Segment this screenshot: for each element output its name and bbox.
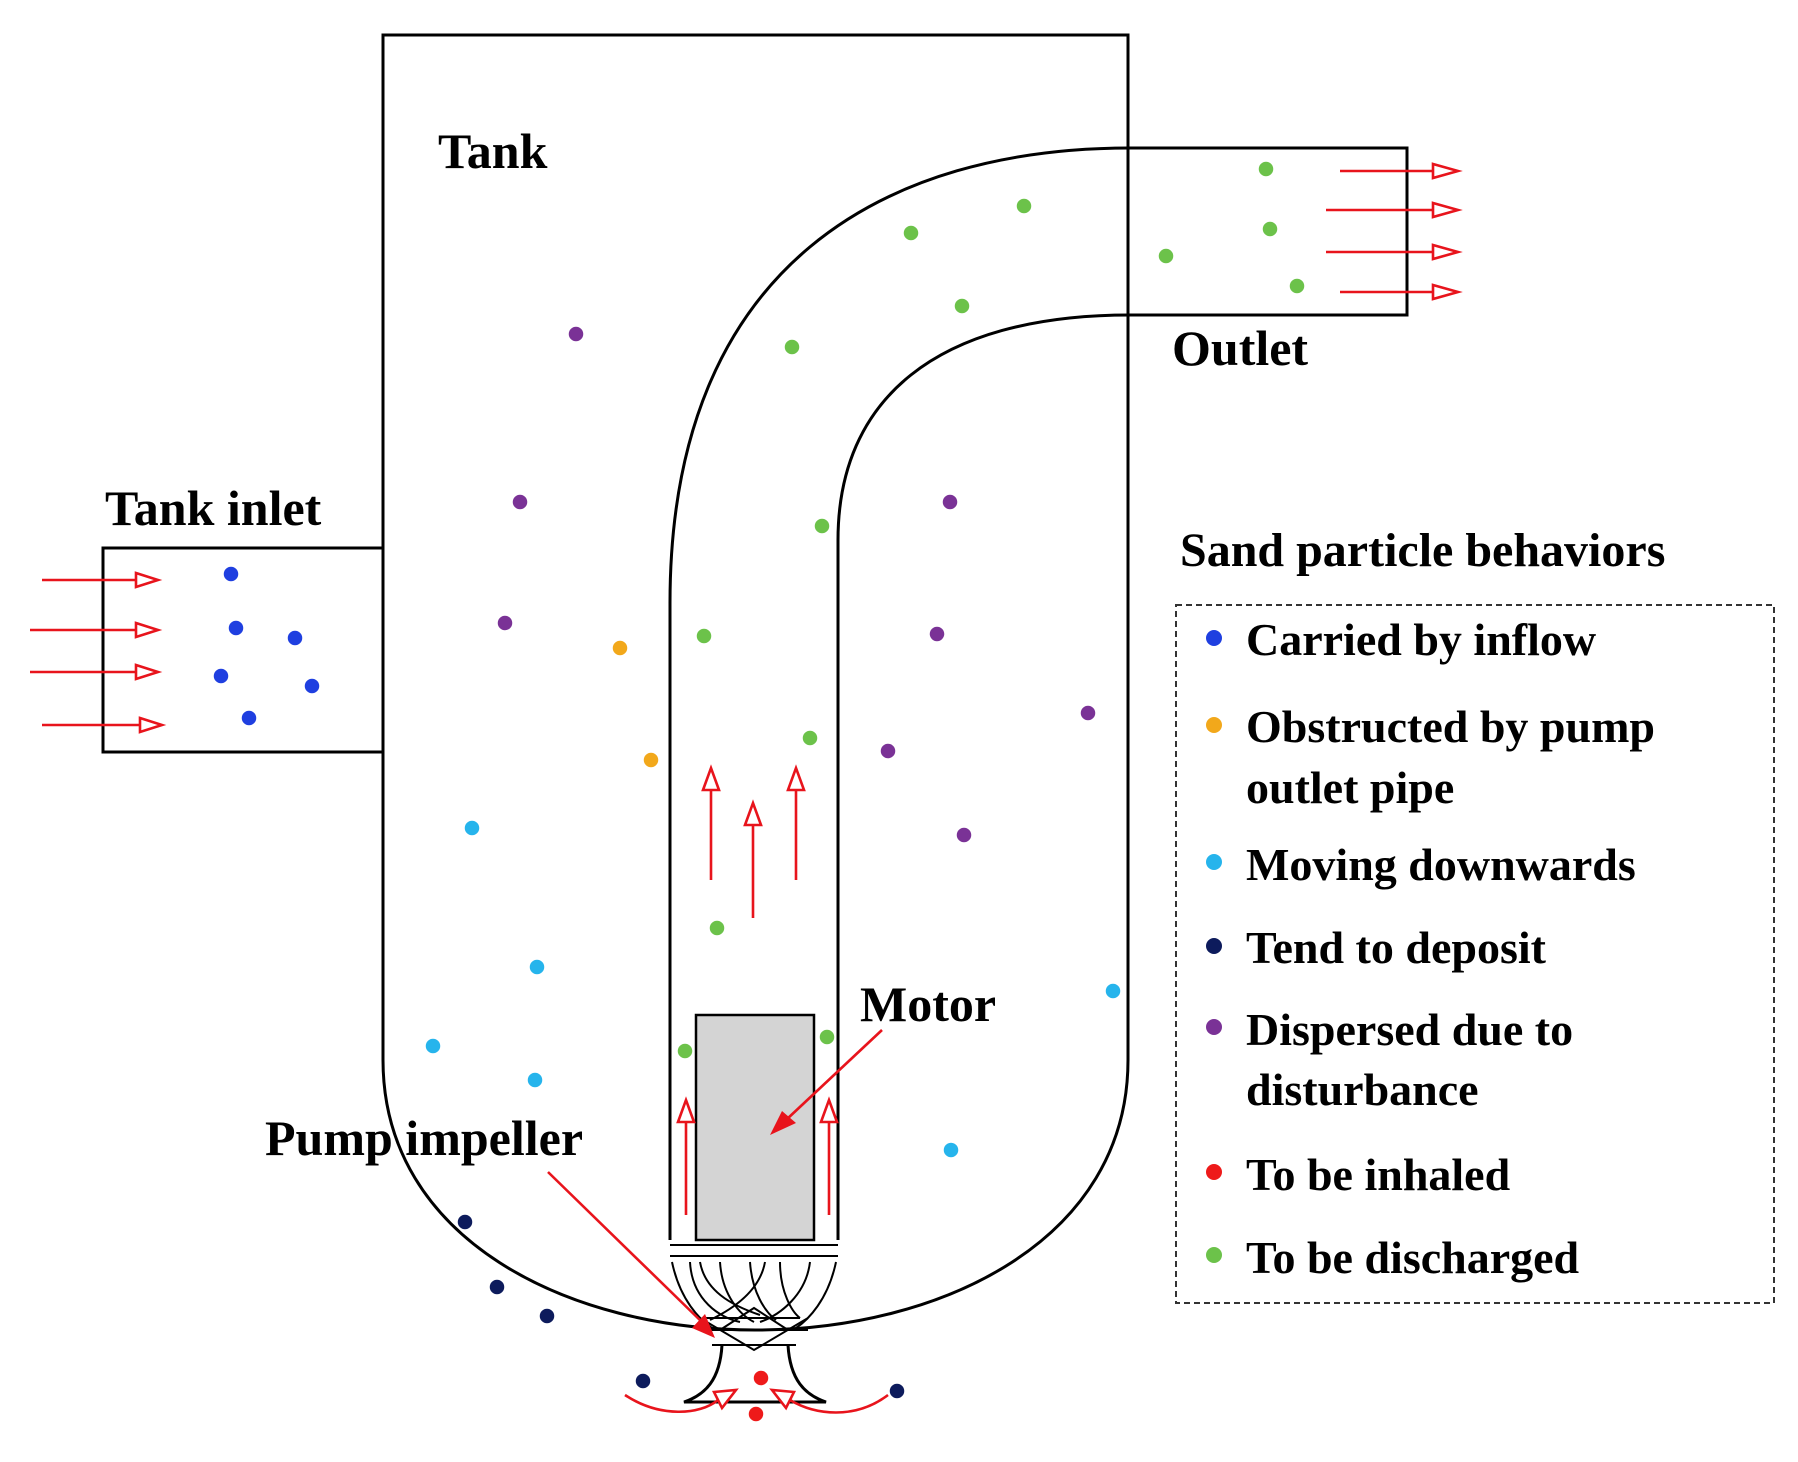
legend-swatch-discharged <box>1206 1247 1222 1263</box>
legend-item-dispersed: Dispersed due to disturbance <box>1206 1004 1573 1115</box>
particle-inhaled <box>752 1369 770 1387</box>
particle-inflow <box>227 619 245 637</box>
particle-inflow <box>222 565 240 583</box>
particle-downwards <box>463 819 481 837</box>
label-pointer-arrows <box>547 1029 883 1338</box>
legend-item-discharged: To be discharged <box>1206 1232 1580 1283</box>
outlet-pipe-outer <box>668 146 1409 1240</box>
legend-label-dispersed-1: Dispersed due to <box>1246 1004 1573 1055</box>
legend-swatch-obstructed <box>1206 717 1222 733</box>
particle-downwards <box>1104 982 1122 1000</box>
particle-deposit <box>888 1382 906 1400</box>
inlet-flow-arrows <box>30 571 167 734</box>
particles <box>212 160 1306 1423</box>
legend-label-deposit: Tend to deposit <box>1246 922 1547 973</box>
particle-dispersed <box>511 493 529 511</box>
particle-inflow <box>212 667 230 685</box>
particle-discharged <box>813 517 831 535</box>
particle-dispersed <box>496 614 514 632</box>
particle-inflow <box>303 677 321 695</box>
legend: Sand particle behaviors Carried by inflo… <box>1175 524 1775 1304</box>
legend-label-discharged: To be discharged <box>1246 1232 1580 1283</box>
particle-downwards <box>526 1071 544 1089</box>
legend-item-inhaled: To be inhaled <box>1206 1149 1511 1200</box>
particle-dispersed <box>567 325 585 343</box>
legend-label-obstructed-2: outlet pipe <box>1246 762 1454 813</box>
particle-dispersed <box>955 826 973 844</box>
suction-arrows <box>624 1388 889 1414</box>
particle-downwards <box>424 1037 442 1055</box>
particle-deposit <box>488 1278 506 1296</box>
particle-inflow <box>286 629 304 647</box>
particle-discharged <box>1257 160 1275 178</box>
particle-dispersed <box>1079 704 1097 722</box>
tank-inlet-box <box>101 546 383 754</box>
particle-discharged <box>953 297 971 315</box>
particle-inhaled <box>747 1405 765 1423</box>
particle-discharged <box>902 224 920 242</box>
particle-downwards <box>942 1141 960 1159</box>
particle-dispersed <box>879 742 897 760</box>
label-tank: Tank <box>438 123 548 179</box>
legend-swatch-inflow <box>1206 630 1222 646</box>
legend-item-inflow: Carried by inflow <box>1206 614 1596 665</box>
particle-downwards <box>528 958 546 976</box>
legend-swatch-dispersed <box>1206 1019 1222 1035</box>
label-motor: Motor <box>860 976 996 1032</box>
label-tank-inlet: Tank inlet <box>105 480 322 536</box>
particle-discharged <box>818 1028 836 1046</box>
legend-box <box>1175 604 1775 1304</box>
particle-inflow <box>240 709 258 727</box>
legend-title: Sand particle behaviors <box>1180 524 1665 577</box>
particle-deposit <box>538 1307 556 1325</box>
legend-label-obstructed-1: Obstructed by pump <box>1246 701 1655 752</box>
particle-discharged <box>695 627 713 645</box>
pipe-upward-arrows <box>676 764 839 1215</box>
legend-label-inhaled: To be inhaled <box>1246 1149 1511 1200</box>
particle-dispersed <box>928 625 946 643</box>
particle-deposit <box>634 1372 652 1390</box>
particle-discharged <box>801 729 819 747</box>
label-outlet: Outlet <box>1172 320 1308 376</box>
legend-item-deposit: Tend to deposit <box>1206 922 1547 973</box>
particle-deposit <box>456 1213 474 1231</box>
particle-discharged <box>1288 277 1306 295</box>
particle-discharged <box>1157 247 1175 265</box>
legend-swatch-deposit <box>1206 938 1222 954</box>
particle-discharged <box>676 1042 694 1060</box>
legend-label-dispersed-2: disturbance <box>1246 1064 1479 1115</box>
particle-obstructed <box>642 751 660 769</box>
motor-body <box>694 1013 816 1242</box>
legend-label-downwards: Moving downwards <box>1246 839 1636 890</box>
legend-swatch-inhaled <box>1206 1164 1222 1180</box>
legend-item-obstructed: Obstructed by pump outlet pipe <box>1206 701 1655 813</box>
particle-discharged <box>783 338 801 356</box>
legend-swatch-downwards <box>1206 854 1222 870</box>
legend-label-inflow: Carried by inflow <box>1246 614 1596 665</box>
legend-item-downwards: Moving downwards <box>1206 839 1636 890</box>
particle-obstructed <box>611 639 629 657</box>
label-pump-impeller: Pump impeller <box>265 1110 583 1166</box>
outlet-flow-arrows <box>1326 162 1463 301</box>
particle-discharged <box>1015 197 1033 215</box>
pump-impeller <box>671 1261 837 1404</box>
particle-dispersed <box>941 493 959 511</box>
particle-discharged <box>1261 220 1279 238</box>
particle-discharged <box>708 919 726 937</box>
